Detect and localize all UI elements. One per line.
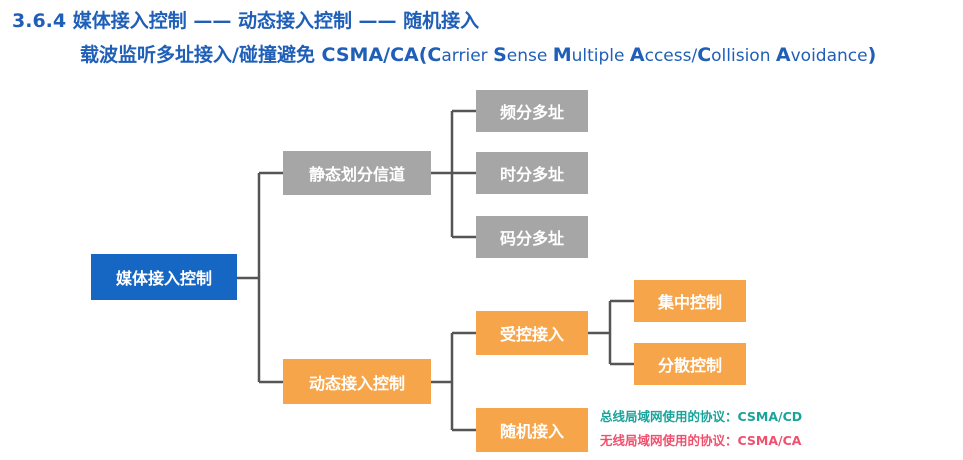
title-line-2: 载波监听多址接入/碰撞避免 CSMA/CA(Carrier Sense Mult… — [80, 40, 876, 67]
node-centralized: 集中控制 — [634, 280, 746, 322]
node-cdm: 码分多址 — [476, 216, 588, 258]
note-bus-protocol: 总线局域网使用的协议：CSMA/CD — [600, 409, 803, 424]
title-word: Carrier — [427, 44, 494, 66]
title-word: Collision — [697, 44, 776, 66]
connector-dynamic — [431, 331, 476, 432]
node-tdm: 时分多址 — [476, 152, 588, 194]
connector-controlled — [588, 299, 634, 366]
node-static: 静态划分信道 — [283, 151, 431, 195]
title-word: Access/ — [629, 44, 698, 66]
node-dynamic: 动态接入控制 — [283, 359, 431, 404]
title-word: Sense — [493, 44, 553, 66]
node-fdm: 频分多址 — [476, 90, 588, 132]
note-wireless-protocol: 无线局域网使用的协议：CSMA/CA — [600, 433, 802, 448]
title-suffix: ) — [867, 44, 877, 66]
node-root: 媒体接入控制 — [91, 254, 237, 300]
node-distributed: 分散控制 — [634, 343, 746, 385]
title-word: Avoidance — [775, 44, 868, 66]
connector-static — [431, 109, 476, 239]
connector-root — [237, 171, 283, 384]
title-prefix: 载波监听多址接入/碰撞避免 CSMA/CA( — [80, 44, 428, 66]
title-line-1: 3.6.4 媒体接入控制 —— 动态接入控制 —— 随机接入 — [12, 10, 480, 32]
title-word: Multiple — [552, 44, 630, 66]
node-random: 随机接入 — [476, 408, 588, 452]
node-controlled: 受控接入 — [476, 311, 588, 355]
